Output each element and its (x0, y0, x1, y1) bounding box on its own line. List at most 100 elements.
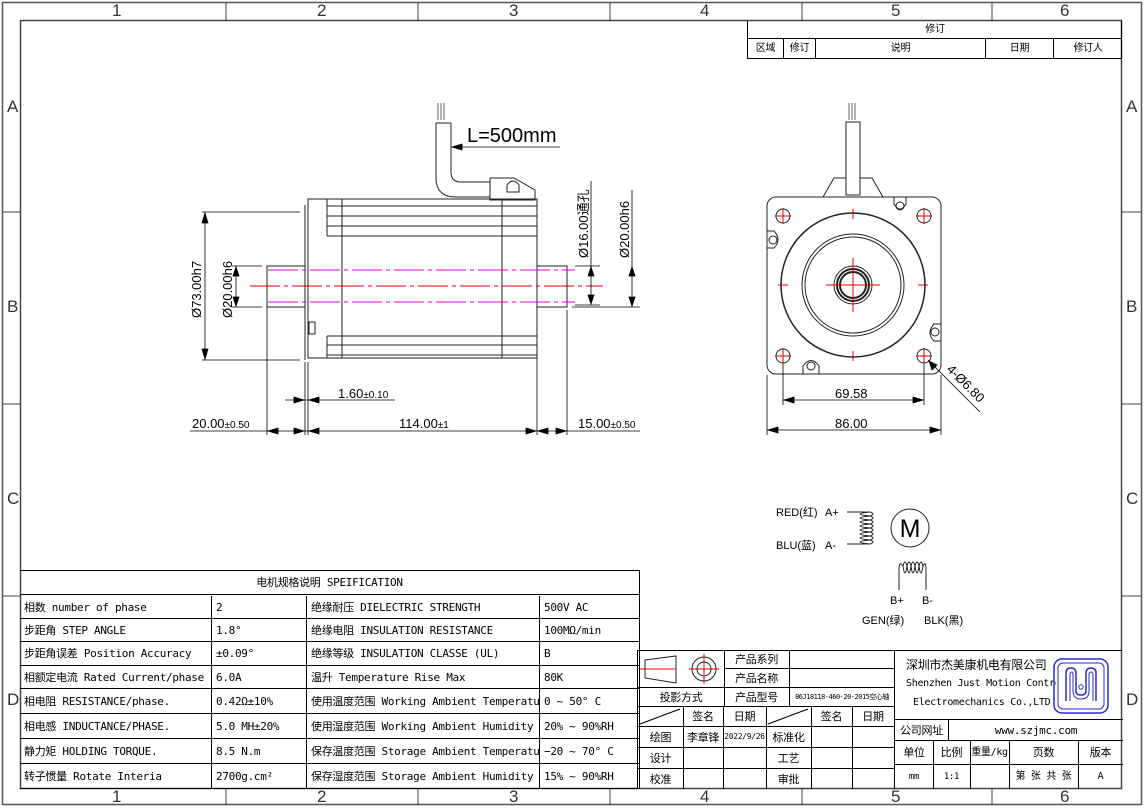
spec-right-value: −20 ~ 70° C (540, 739, 639, 764)
website-value[interactable]: www.szjmc.com (994, 723, 1078, 737)
date-header-right: 日期 (862, 709, 884, 723)
company-name-cn: 深圳市杰美康机电有限公司 (906, 658, 1047, 672)
version-value: A (1097, 771, 1104, 782)
a-plus-label: A+ (825, 507, 839, 519)
sign-header-left: 签名 (692, 709, 714, 723)
zone-col-6: 6 (1060, 1, 1070, 20)
drawn-by: 李章锋 (686, 730, 720, 744)
rear-shaft-value: 15.00 (578, 416, 611, 431)
a-plus-color-label: RED(红) (776, 506, 818, 519)
zone-col-6-bottom: 6 (1060, 787, 1070, 806)
holes-label: 4-Ø6.80 (944, 362, 988, 406)
svg-text:114.00±1: 114.00±1 (399, 416, 449, 431)
revision-header-reviser: 修订人 (1073, 42, 1103, 54)
rear-shaft-dia-label: Ø20.00h6 (617, 201, 632, 258)
weight-label: 重量/kg (971, 746, 1008, 758)
spec-right-value: 500V AC (540, 596, 639, 619)
spec-left-value: ±0.09° (212, 642, 307, 666)
product-model-label: 产品型号 (724, 688, 790, 706)
spec-right-value: 20% ~ 90%RH (540, 714, 639, 739)
scale-value: 1:1 (943, 771, 960, 782)
spec-left-value: 6.0A (212, 666, 307, 689)
zone-row-a-right: A (1126, 97, 1138, 116)
spec-right-label: 使用湿度范围 Working Ambient Humidity (307, 714, 540, 739)
approve-label: 审批 (777, 772, 800, 786)
product-model-value: 86J18118-460-20-2015空心轴 (795, 692, 889, 701)
coil-a-icon (868, 511, 874, 545)
zone-row-d: D (7, 690, 20, 709)
side-centerlines (250, 269, 603, 303)
zone-col-3: 3 (509, 1, 519, 20)
spec-right-label: 使用温度范围 Working Ambient Temperature (307, 689, 540, 714)
spec-left-label: 步距角误差 Position Accuracy (20, 642, 212, 666)
front-shaft-tol: ±0.50 (225, 420, 250, 431)
process-label: 工艺 (777, 751, 800, 765)
drawn-label: 绘图 (649, 730, 672, 744)
side-dimensions (190, 143, 640, 435)
drawn-date: 2022/9/26 (724, 732, 765, 741)
version-label: 版本 (1089, 746, 1112, 759)
zone-ticks (3, 3, 1141, 805)
check-label: 校准 (649, 772, 672, 786)
motor-label: M (900, 515, 921, 543)
spec-right-label: 保存湿度范围 Storage Ambient Humidity (307, 764, 540, 789)
product-series-label: 产品系列 (724, 651, 790, 669)
zone-col-2-bottom: 2 (317, 787, 327, 806)
svg-text:1.60±0.10: 1.60±0.10 (338, 386, 389, 401)
spec-right-label: 温升 Temperature Rise Max (307, 666, 540, 689)
spec-right-value: 80K (540, 666, 639, 689)
b-plus-color-label: GEN(绿) (862, 613, 904, 627)
spec-left-label: 相数 number of phase (20, 596, 212, 619)
front-shaft-value: 20.00 (192, 416, 225, 431)
frame-size-label: 86.00 (835, 416, 868, 431)
standard-label: 标准化 (772, 730, 805, 744)
bolt-spacing-label: 69.58 (835, 386, 868, 401)
revision-header-desc: 说明 (816, 39, 986, 58)
body-length-tol: ±1 (438, 420, 449, 431)
spec-left-value: 0.42Ω±10% (212, 689, 307, 714)
motor-side-view (266, 103, 568, 360)
unit-value: mm (908, 771, 920, 782)
zone-col-5: 5 (891, 1, 901, 20)
design-label: 设计 (649, 751, 672, 765)
date-header-left: 日期 (733, 709, 756, 723)
rear-shaft-tol: ±0.50 (611, 420, 636, 431)
svg-text:15.00±0.50: 15.00±0.50 (578, 416, 636, 431)
zone-col-2: 2 (317, 1, 327, 20)
spec-right-value: 0 ~ 50° C (540, 689, 639, 714)
zone-row-c: C (7, 489, 20, 508)
coil-b-icon (898, 561, 927, 590)
company-logo-icon (1053, 658, 1109, 714)
pages-value: 第 张 共 张 (1015, 771, 1072, 782)
a-minus-color-label: BLU(蓝) (776, 539, 816, 552)
title-block: 投影方式 产品系列 产品名称 产品型号 86J18118-460-20-2015… (637, 650, 1123, 789)
zone-col-1-bottom: 1 (112, 787, 122, 806)
front-dimensions (766, 359, 981, 435)
sign-header-right: 签名 (820, 709, 843, 723)
weight-value (970, 765, 1009, 789)
zone-row-b-right: B (1126, 297, 1138, 316)
projection-label: 投影方式 (659, 690, 703, 704)
body-length-value: 114.00 (399, 416, 438, 431)
website-label: 公司网址 (895, 720, 949, 740)
spec-right-label: 保存温度范围 Storage Ambient Temperature (307, 739, 540, 764)
zone-row-b: B (7, 297, 19, 316)
flange-dia-label: Ø73.00h7 (189, 261, 204, 318)
zone-col-1: 1 (112, 1, 122, 20)
product-name-label: 产品名称 (724, 669, 790, 688)
b-minus-color-label: BLK(黑) (924, 614, 963, 627)
product-series-value (790, 651, 894, 669)
spec-left-value: 8.5 N.m (212, 739, 307, 764)
spec-right-label: 绝缘耐压 DIELECTRIC STRENGTH (307, 596, 540, 619)
cable-length-label: L=500mm (467, 125, 557, 147)
revision-header-date: 日期 (986, 39, 1054, 58)
spec-left-label: 相额定电流 Rated Current/phase (20, 666, 212, 689)
side-dimension-texts: L=500mm Ø73.00h7 Ø20.00h6 Ø16.00通孔 Ø20.0… (189, 125, 636, 431)
unit-label: 单位 (903, 746, 925, 759)
spec-left-label: 步距角 STEP ANGLE (20, 619, 212, 642)
svg-text:20.00±0.50: 20.00±0.50 (192, 416, 250, 431)
projection-symbol-icon (639, 654, 719, 684)
shaft-dia-label: Ø20.00h6 (220, 261, 235, 318)
